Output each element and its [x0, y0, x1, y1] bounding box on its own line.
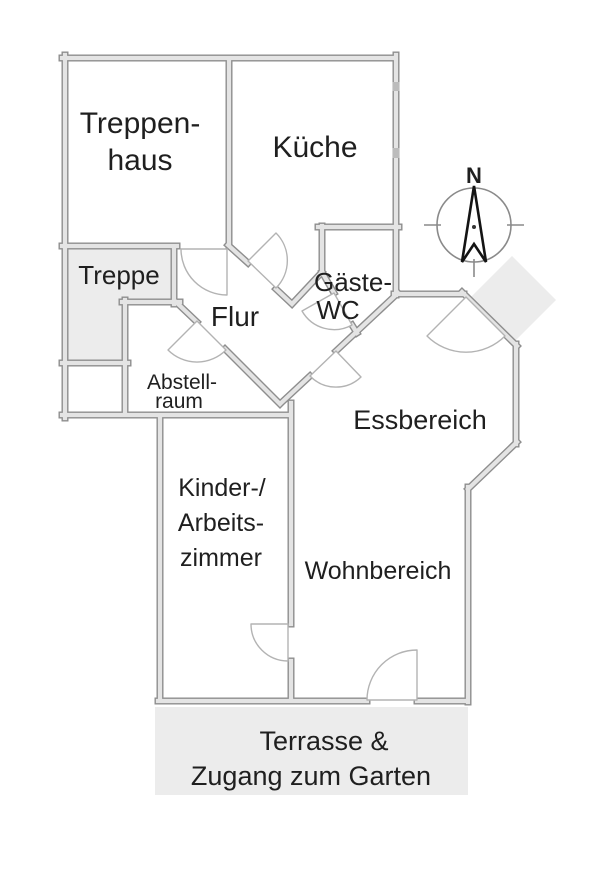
- room-label-treppe: Treppe: [78, 260, 159, 290]
- window-tick-icon: [392, 148, 400, 158]
- door-arc-gaeste-wc: [301, 292, 353, 331]
- room-label-abstellraum-line1: Abstell-: [147, 371, 217, 394]
- room-label-treppenhaus-line1: Treppen-: [80, 107, 201, 140]
- door-arc-essbereich-entry: [309, 350, 362, 388]
- room-label-gaeste-wc-line2: WC: [316, 295, 359, 325]
- room-label-gaeste-wc-line1: Gäste-: [314, 267, 392, 297]
- room-label-abstellraum-line2: raum: [155, 390, 203, 413]
- room-label-kueche: Küche: [272, 131, 357, 164]
- door-arc-kinderzimmer: [250, 623, 289, 662]
- terrace-area: [155, 707, 468, 795]
- window-tick-icon: [392, 82, 400, 91]
- compass-ticks: [424, 224, 524, 277]
- compass-rose: N: [424, 163, 524, 277]
- door-arc-treppenhaus: [180, 248, 228, 296]
- door-arcs: [167, 232, 506, 701]
- compass-north-label: N: [466, 163, 482, 188]
- room-label-essbereich: Essbereich: [353, 405, 487, 435]
- terrace-label-line1: Terrasse &: [259, 726, 388, 756]
- room-label-wohnbereich: Wohnbereich: [305, 557, 452, 585]
- terrace-label-line2: Zugang zum Garten: [191, 761, 431, 791]
- room-label-flur: Flur: [211, 301, 259, 332]
- room-label-treppenhaus-line2: haus: [107, 144, 172, 177]
- door-arc-wohnbereich: [366, 649, 418, 701]
- room-label-kinder-line1: Kinder-/: [178, 474, 266, 502]
- room-labels: Treppen- haus Küche Treppe Flur Gäste- W…: [78, 107, 487, 791]
- room-label-kinder-line3: zimmer: [180, 544, 262, 572]
- door-arc-kueche: [247, 232, 289, 289]
- compass-needle-icon: [460, 185, 488, 263]
- door-arc-abstellraum: [167, 320, 227, 363]
- compass-center-dot: [472, 225, 476, 229]
- door-arc-essbereich-terrace: [426, 296, 506, 353]
- room-label-kinder-line2: Arbeits-: [178, 509, 264, 537]
